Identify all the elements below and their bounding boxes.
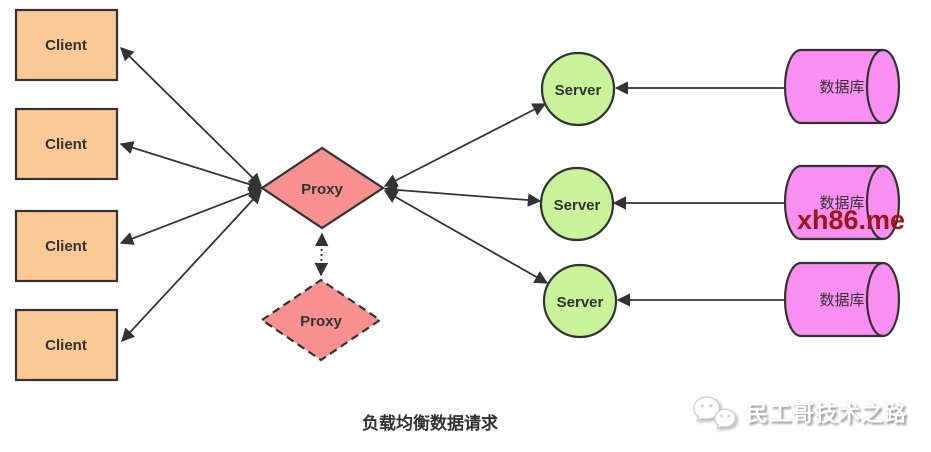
connector-proxy-backup-dotted bbox=[314, 232, 329, 277]
connector-proxy-server1 bbox=[383, 103, 547, 187]
connector-client3-proxy bbox=[119, 187, 263, 245]
brand-watermark: 民工哥技术之路 bbox=[692, 394, 907, 430]
server-circle-2 bbox=[539, 166, 615, 242]
connector-proxy-server3 bbox=[383, 190, 549, 284]
connector-proxy-server2 bbox=[383, 183, 542, 207]
proxy-backup-diamond bbox=[260, 278, 382, 362]
red-site-watermark: xh86.me bbox=[797, 205, 905, 235]
server-label-1: Server bbox=[555, 82, 602, 99]
database-label-3: 数据库 bbox=[819, 292, 864, 309]
database-cap-1 bbox=[865, 48, 884, 125]
client-box-1 bbox=[14, 8, 119, 82]
client-box-2 bbox=[14, 107, 119, 181]
client-box-3 bbox=[14, 209, 119, 283]
server-circle-1 bbox=[540, 51, 616, 127]
proxy-label: Proxy bbox=[301, 181, 343, 198]
database-label-1: 数据库 bbox=[819, 79, 864, 96]
brand-name: 民工哥技术之路 bbox=[745, 401, 907, 426]
server-circle-3 bbox=[542, 263, 618, 339]
client-label-3: Client bbox=[45, 238, 87, 255]
proxy-diamond bbox=[260, 146, 386, 230]
connector-client4-proxy bbox=[121, 190, 262, 342]
database-label-2: 数据库 bbox=[819, 195, 864, 212]
server-label-3: Server bbox=[557, 294, 604, 311]
client-label-2: Client bbox=[45, 136, 87, 153]
client-box-4 bbox=[14, 308, 119, 382]
client-label-4: Client bbox=[45, 337, 87, 354]
server-label-2: Server bbox=[554, 197, 601, 214]
wechat-icon bbox=[693, 396, 736, 430]
proxy-backup-label: Proxy bbox=[300, 313, 342, 330]
diagram-caption: 负载均衡数据请求 bbox=[362, 413, 498, 433]
connector-client2-proxy bbox=[119, 141, 263, 191]
database-cap-2 bbox=[865, 164, 884, 241]
client-label-1: Client bbox=[45, 37, 87, 54]
database-cap-3 bbox=[865, 261, 884, 338]
